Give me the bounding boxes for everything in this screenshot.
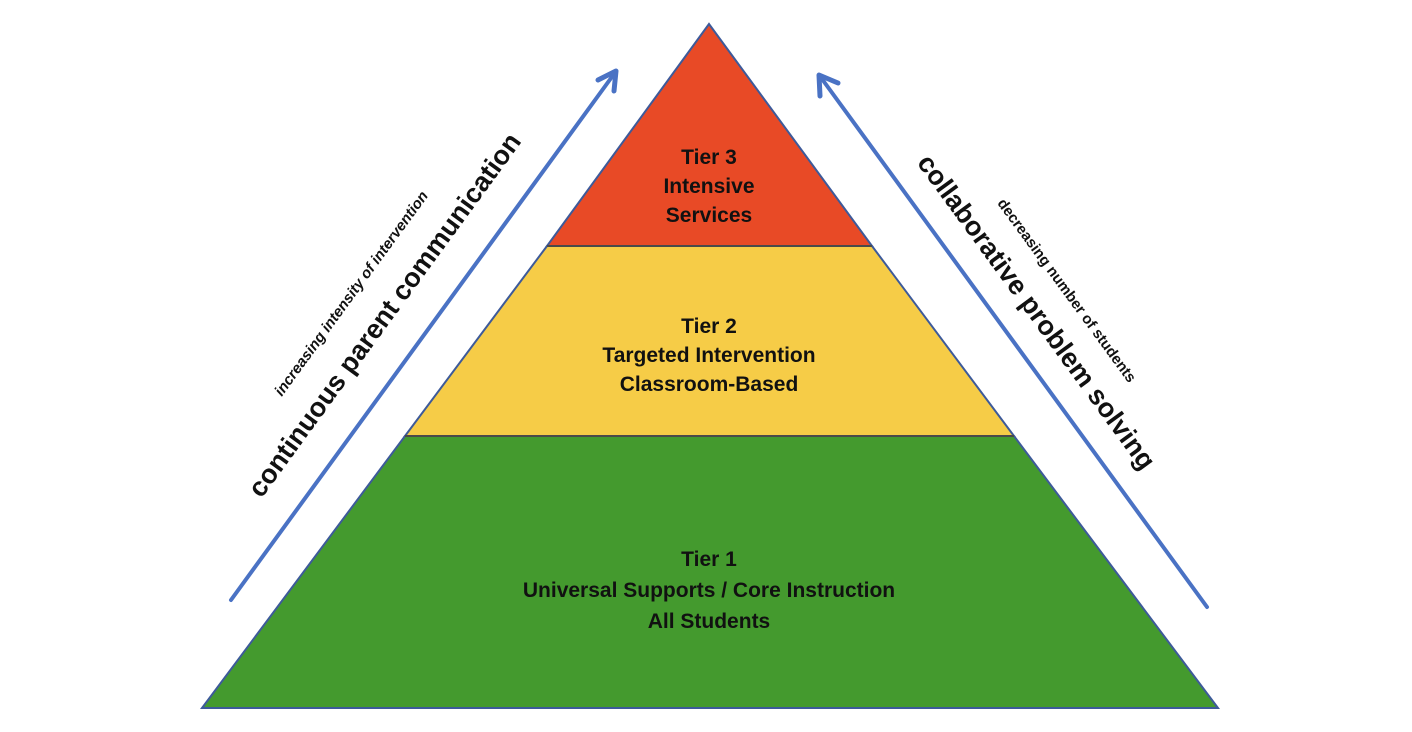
tier3-title: Tier 3: [681, 146, 737, 169]
arrow-up-left-icon: [816, 72, 1209, 609]
tier1-line-3: All Students: [648, 610, 771, 633]
tier2-line-2: Targeted Intervention: [602, 344, 815, 367]
tier2-title: Tier 2: [681, 315, 737, 338]
tier1-title: Tier 1: [681, 548, 737, 571]
tier2-line-3: Classroom-Based: [620, 373, 799, 396]
tier3-line-2: Intensive: [663, 175, 754, 198]
arrow-up-right-icon: [229, 68, 619, 602]
tier3-line-3: Services: [666, 204, 752, 227]
tier1-line-2: Universal Supports / Core Instruction: [523, 579, 895, 602]
tier2-band: [403, 245, 1016, 437]
tier1-band: [200, 435, 1220, 709]
